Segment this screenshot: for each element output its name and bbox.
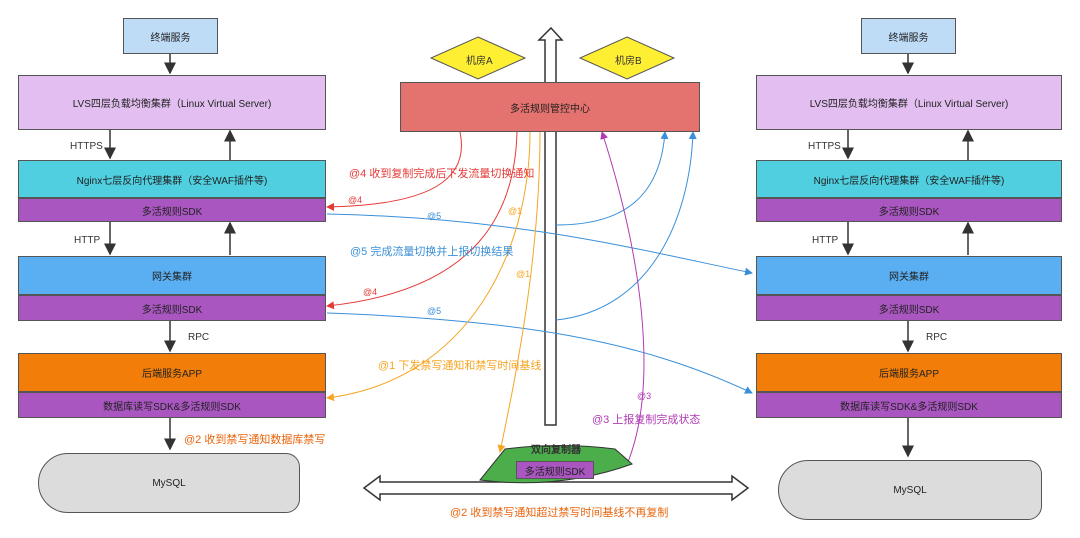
left-backend-app: 后端服务APP xyxy=(18,353,326,392)
annotation-1-small-2: @1 xyxy=(516,269,531,279)
replicator-title: 双向复制器 xyxy=(531,445,581,456)
left-https-label: HTTPS xyxy=(70,141,103,152)
left-db-sdk: 数据库读写SDK&多活规则SDK xyxy=(18,392,326,418)
right-http-label: HTTP xyxy=(812,235,839,246)
right-gateway-sdk: 多活规则SDK xyxy=(756,295,1062,321)
annotation-3-small: @3 xyxy=(637,391,652,401)
right-nginx-cluster: Nginx七层反向代理集群（安全WAF插件等) xyxy=(756,160,1062,198)
right-nginx-sdk: 多活规则SDK xyxy=(756,198,1062,222)
annotation-5-main: @5 完成流量切换并上报切换结果 xyxy=(350,246,514,258)
annotation-1-main: @1 下发禁写通知和禁写时间基线 xyxy=(378,360,542,372)
left-nginx-sdk: 多活规则SDK xyxy=(18,198,326,222)
orange-flow-curves xyxy=(326,131,541,453)
annotation-4-small-2: @4 xyxy=(363,287,378,297)
right-terminal-service: 终端服务 xyxy=(861,18,956,54)
right-mysql: MySQL xyxy=(778,460,1042,520)
right-gateway-cluster: 网关集群 xyxy=(756,256,1062,295)
right-column-arrows xyxy=(842,54,974,458)
right-rpc-label: RPC xyxy=(926,332,948,343)
left-gateway-sdk: 多活规则SDK xyxy=(18,295,326,321)
annotation-5-small-2: @5 xyxy=(427,306,442,316)
room-a-diamond xyxy=(429,36,527,80)
blue-flow-curves xyxy=(326,131,753,394)
purple-flow-curve xyxy=(600,131,645,463)
red-flow-curves xyxy=(326,131,518,310)
left-mysql: MySQL xyxy=(38,453,300,513)
left-http-label: HTTP xyxy=(74,235,101,246)
right-https-label: HTTPS xyxy=(808,141,841,152)
left-annotation-2: @2 收到禁写通知数据库禁写 xyxy=(184,434,326,446)
left-nginx-cluster: Nginx七层反向代理集群（安全WAF插件等) xyxy=(18,160,326,198)
replicator-sdk: 多活规则SDK xyxy=(516,461,594,479)
left-terminal-service: 终端服务 xyxy=(123,18,218,54)
left-column-arrows xyxy=(104,54,236,451)
left-gateway-cluster: 网关集群 xyxy=(18,256,326,295)
room-a-label: 机房A xyxy=(466,56,493,67)
room-b-label: 机房B xyxy=(615,56,642,67)
right-backend-app: 后端服务APP xyxy=(756,353,1062,392)
room-b-diamond xyxy=(578,36,676,80)
annotation-1-small-1: @1 xyxy=(508,206,523,216)
annotation-5-small-1: @5 xyxy=(427,211,442,221)
annotation-4-small-1: @4 xyxy=(348,195,363,205)
replication-double-arrow xyxy=(362,474,750,502)
right-lvs-cluster: LVS四层负载均衡集群（Linux Virtual Server) xyxy=(756,75,1062,130)
annotation-4-main: @4 收到复制完成后下发流量切换通知 xyxy=(349,168,535,180)
annotation-2-bottom: @2 收到禁写通知超过禁写时间基线不再复制 xyxy=(450,507,669,519)
right-db-sdk: 数据库读写SDK&多活规则SDK xyxy=(756,392,1062,418)
left-lvs-cluster: LVS四层负载均衡集群（Linux Virtual Server) xyxy=(18,75,326,130)
left-rpc-label: RPC xyxy=(188,332,210,343)
control-center: 多活规则管控中心 xyxy=(400,82,700,132)
central-vertical-arrow xyxy=(537,26,564,426)
annotation-3-main: @3 上报复制完成状态 xyxy=(592,414,701,426)
